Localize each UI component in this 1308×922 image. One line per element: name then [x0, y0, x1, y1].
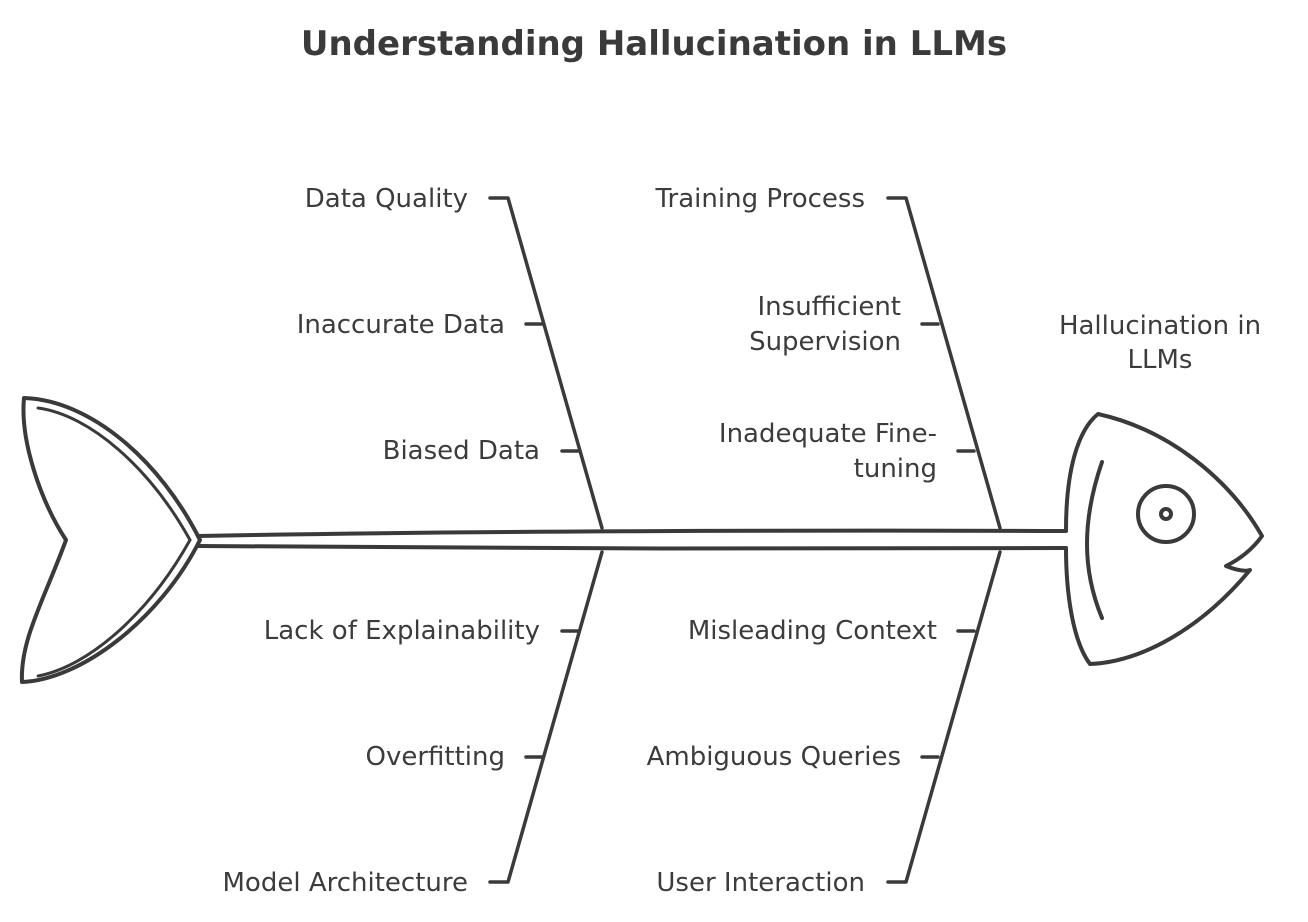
diagram-title: Understanding Hallucination in LLMs: [300, 24, 1008, 64]
category-label-training-process: Training Process: [655, 184, 866, 214]
fish-tail: [19, 396, 202, 684]
category-label-model-architecture: Model Architecture: [222, 868, 468, 898]
bone-training-process: [886, 196, 1002, 530]
cause-label-inadequate-fine-tuning-line2: tuning: [853, 454, 937, 485]
cause-label-overfitting: Overfitting: [365, 742, 505, 772]
cause-label-biased-data: Biased Data: [382, 436, 540, 466]
bone-data-quality: [488, 196, 604, 530]
cause-label-inadequate-fine-tuning-line1: Inadequate Fine-: [718, 419, 937, 449]
category-label-data-quality: Data Quality: [304, 184, 468, 214]
cause-label-inaccurate-data: Inaccurate Data: [296, 310, 505, 340]
bone-user-interaction: [886, 550, 1002, 884]
cause-label-inadequate-fine-tuning: Inadequate Fine- tuning: [719, 417, 937, 487]
bone-model-architecture: [488, 550, 604, 884]
cause-label-lack-of-explainability: Lack of Explainability: [263, 616, 540, 646]
fish-head: [1064, 412, 1264, 666]
cause-label-insufficient-supervision: Insufficient Supervision: [749, 290, 901, 360]
cause-label-misleading-context: Misleading Context: [687, 616, 937, 646]
effect-label-line2: LLMs: [1127, 344, 1193, 375]
category-label-user-interaction: User Interaction: [656, 868, 865, 898]
fish-spine: [196, 528, 1068, 551]
effect-label-line1: Hallucination in: [1058, 311, 1262, 341]
fish-eye-icon: [1136, 484, 1196, 544]
cause-label-insufficient-supervision-line2: Supervision: [749, 327, 901, 358]
cause-label-ambiguous-queries: Ambiguous Queries: [646, 742, 901, 772]
effect-label: Hallucination in LLMs: [1040, 310, 1280, 378]
cause-label-insufficient-supervision-line1: Insufficient: [757, 292, 902, 322]
